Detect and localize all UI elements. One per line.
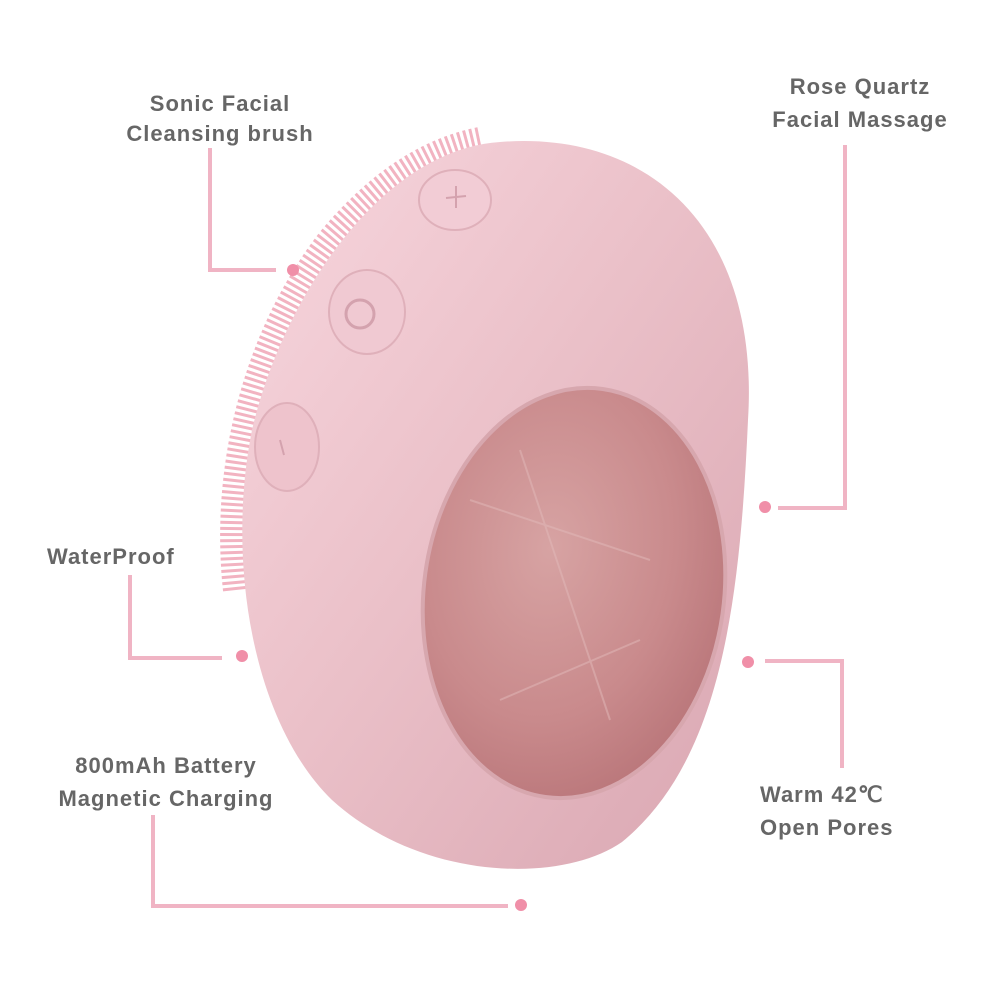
plus-button — [418, 169, 492, 231]
battery-label: 800mAh Battery Magnetic Charging — [26, 751, 306, 814]
warm-line1: Warm 42℃ — [760, 782, 884, 807]
battery-line2: Magnetic Charging — [58, 786, 274, 811]
warm-dot — [742, 656, 754, 668]
warm-line2: Open Pores — [760, 815, 894, 840]
warm-label: Warm 42℃ Open Pores — [760, 780, 893, 843]
rose-line1: Rose Quartz — [789, 74, 931, 99]
waterproof-dot — [236, 650, 248, 662]
silicone-bristles — [220, 127, 483, 592]
rose-dot — [759, 501, 771, 513]
sonic-label: Sonic Facial Cleansing brush — [100, 89, 340, 149]
battery-leader-line — [151, 815, 508, 908]
warm-leader-line — [765, 659, 844, 768]
rose-line2: Facial Massage — [772, 107, 948, 132]
power-button — [328, 269, 406, 355]
waterproof-label: WaterProof — [47, 542, 175, 572]
sonic-line2: Cleansing brush — [126, 121, 314, 146]
sonic-dot — [287, 264, 299, 276]
rose-leader-line — [778, 145, 847, 510]
minus-button — [254, 402, 320, 492]
sonic-line1: Sonic Facial — [149, 91, 291, 116]
battery-line1: 800mAh Battery — [75, 753, 257, 778]
rose-label: Rose Quartz Facial Massage — [740, 72, 980, 135]
sonic-leader-line — [208, 148, 276, 272]
waterproof-line1: WaterProof — [47, 544, 175, 569]
battery-dot — [515, 899, 527, 911]
rose-quartz-stone — [420, 385, 728, 801]
waterproof-leader-line — [128, 575, 222, 660]
